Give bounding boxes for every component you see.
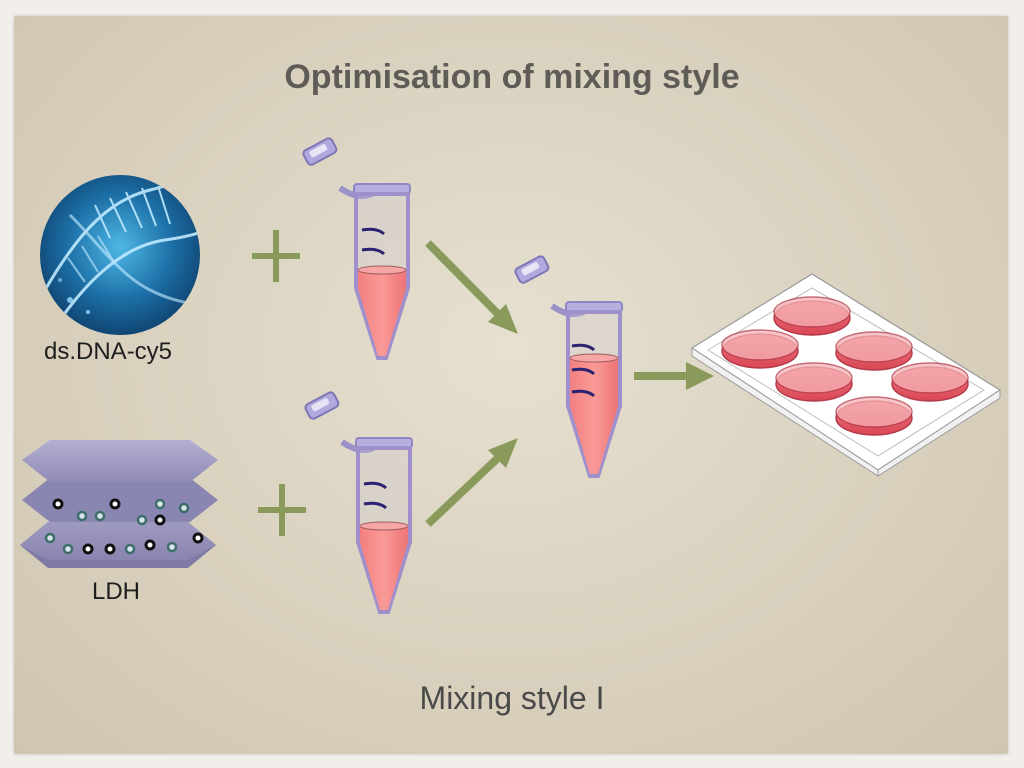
ldh-layers-icon <box>20 440 218 568</box>
microtube-icon <box>302 137 411 360</box>
page-title: Optimisation of mixing style <box>284 58 740 96</box>
plus-icon <box>252 230 300 282</box>
mixing-style-caption: Mixing style I <box>419 680 605 716</box>
plus-icon <box>258 484 306 536</box>
microtube-icon <box>514 255 623 478</box>
arrow-icon <box>425 438 518 527</box>
arrow-icon <box>634 362 714 390</box>
ldh-label: LDH <box>92 578 141 605</box>
microtube-icon <box>304 391 413 614</box>
arrow-icon <box>425 240 518 334</box>
well-plate-icon <box>690 273 1002 477</box>
dna-label: ds.DNA-cy5 <box>44 338 173 365</box>
dna-helix-icon <box>40 175 200 335</box>
